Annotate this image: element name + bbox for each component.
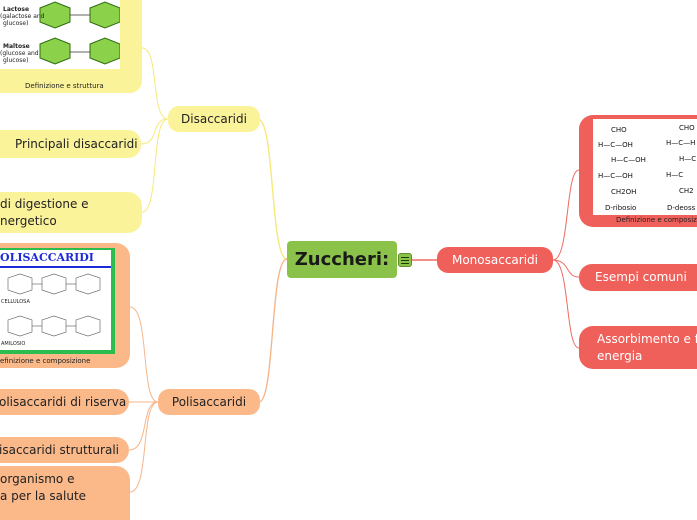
link-monosaccaridi-esempi xyxy=(552,259,580,278)
link-polisaccaridi-card xyxy=(129,306,159,403)
branch-polisaccaridi[interactable]: Polisaccaridi xyxy=(158,389,260,415)
polisaccaridi-strutturali-label: isaccaridi strutturali xyxy=(0,442,119,457)
ribose-cho: CHO xyxy=(611,126,627,134)
ribose-structure-image: CHO H—C—OH H—C—OH H—C—OH CH2OH D-ribosio… xyxy=(593,119,697,215)
monosaccaridi-image-card[interactable]: CHO H—C—OH H—C—OH H—C—OH CH2OH D-ribosio… xyxy=(579,115,697,227)
disaccaridi-principali[interactable]: Principali disaccaridi xyxy=(0,130,141,158)
disaccaridi-digestione-line2: nergetico xyxy=(0,214,57,228)
polisaccaridi-salute[interactable]: organismo e a per la salute xyxy=(0,466,130,520)
deoxy-row3: H—C xyxy=(666,171,684,179)
ribose-name: D-ribosio xyxy=(605,204,637,212)
polysaccharide-image-title: OLISACCARIDI xyxy=(0,251,94,264)
link-disaccaridi-card xyxy=(141,47,169,120)
disaccaridi-image-card[interactable]: Lactose (galactose and glucose) Maltose … xyxy=(0,0,142,93)
disaccaridi-card-caption: Definizione e struttura xyxy=(25,82,104,90)
monosaccaridi-assorbimento-line1: Assorbimento e fo xyxy=(597,332,697,346)
monosaccaridi-assorbimento-line2: energia xyxy=(597,349,643,363)
branch-monosaccaridi[interactable]: Monosaccaridi xyxy=(437,247,553,273)
polisaccaridi-salute-line2: a per la salute xyxy=(0,489,87,503)
deoxy-row2: H—C xyxy=(679,155,697,163)
polysaccharide-label-cellulosa: CELLULOSA xyxy=(1,299,30,305)
deoxy-ch2: CH2 xyxy=(679,187,694,195)
link-central-polisaccaridi xyxy=(258,258,288,403)
polisaccaridi-salute-line1: organismo e xyxy=(0,472,75,486)
link-disaccaridi-principali xyxy=(140,118,169,145)
central-topic[interactable]: Zuccheri: xyxy=(287,241,397,278)
branch-disaccaridi[interactable]: Disaccaridi xyxy=(168,106,260,132)
disaccaridi-digestione[interactable]: di digestione e nergetico xyxy=(0,192,142,233)
polysaccharide-chain-diagram xyxy=(7,273,101,337)
disaccharide-diagram xyxy=(39,1,120,65)
image-label-lactose: Lactose xyxy=(3,6,30,13)
link-monosaccaridi-card xyxy=(552,169,580,261)
image-label-lactose-sub1: (galactose and xyxy=(0,13,45,20)
image-label-maltose-sub1: (glucose and xyxy=(0,50,39,57)
deoxy-row1: H—C—H xyxy=(666,139,696,147)
deoxy-name: D-deoss xyxy=(667,204,696,212)
monosaccaridi-esempi[interactable]: Esempi comuni xyxy=(579,264,697,291)
polysaccharide-label-amilosio: AMILOSIO xyxy=(1,341,26,347)
deoxy-cho: CHO xyxy=(679,124,695,132)
link-monosaccaridi-assorbimento xyxy=(552,259,580,349)
disaccaridi-digestione-line1: di digestione e xyxy=(0,197,89,211)
central-topic-title: Zuccheri: xyxy=(294,249,390,270)
ribose-row1: H—C—OH xyxy=(598,141,633,149)
monosaccaridi-card-caption: Definizione e composizio xyxy=(616,216,697,224)
image-label-maltose: Maltose xyxy=(3,43,30,50)
monosaccaridi-assorbimento[interactable]: Assorbimento e fo energia xyxy=(579,326,697,369)
link-central-disaccaridi xyxy=(257,118,288,260)
branch-disaccaridi-label: Disaccaridi xyxy=(181,111,247,126)
image-label-maltose-sub2: glucose) xyxy=(3,57,29,64)
image-label-lactose-sub2: glucose) xyxy=(3,20,29,27)
disaccaridi-principali-label: Principali disaccaridi xyxy=(15,136,138,151)
branch-monosaccaridi-label: Monosaccaridi xyxy=(451,252,538,267)
ribose-ch2oh: CH2OH xyxy=(611,188,637,196)
monosaccaridi-esempi-label: Esempi comuni xyxy=(595,270,687,284)
sugar-structure-image: Lactose (galactose and glucose) Maltose … xyxy=(0,0,120,69)
polisaccaridi-riserva-label: olisaccaridi di riserva xyxy=(0,394,127,409)
branch-polisaccaridi-label: Polisaccaridi xyxy=(171,394,247,409)
collapse-icon[interactable] xyxy=(398,253,412,267)
link-polisaccaridi-strutturali xyxy=(128,401,159,451)
polysaccharide-image: OLISACCARIDI CELLULOSA AMILOSIO xyxy=(0,248,115,354)
polisaccaridi-card-caption: efinizione e composizione xyxy=(0,357,91,365)
link-polisaccaridi-salute xyxy=(129,401,159,493)
ribose-row2: H—C—OH xyxy=(611,156,646,164)
polisaccaridi-strutturali[interactable]: isaccaridi strutturali xyxy=(0,437,129,463)
polisaccaridi-image-card[interactable]: OLISACCARIDI CELLULOSA AMILOSIO efinizio… xyxy=(0,243,130,368)
ribose-row3: H—C—OH xyxy=(598,172,633,180)
link-disaccaridi-digestione xyxy=(141,118,169,213)
polisaccaridi-riserva[interactable]: olisaccaridi di riserva xyxy=(0,389,129,415)
